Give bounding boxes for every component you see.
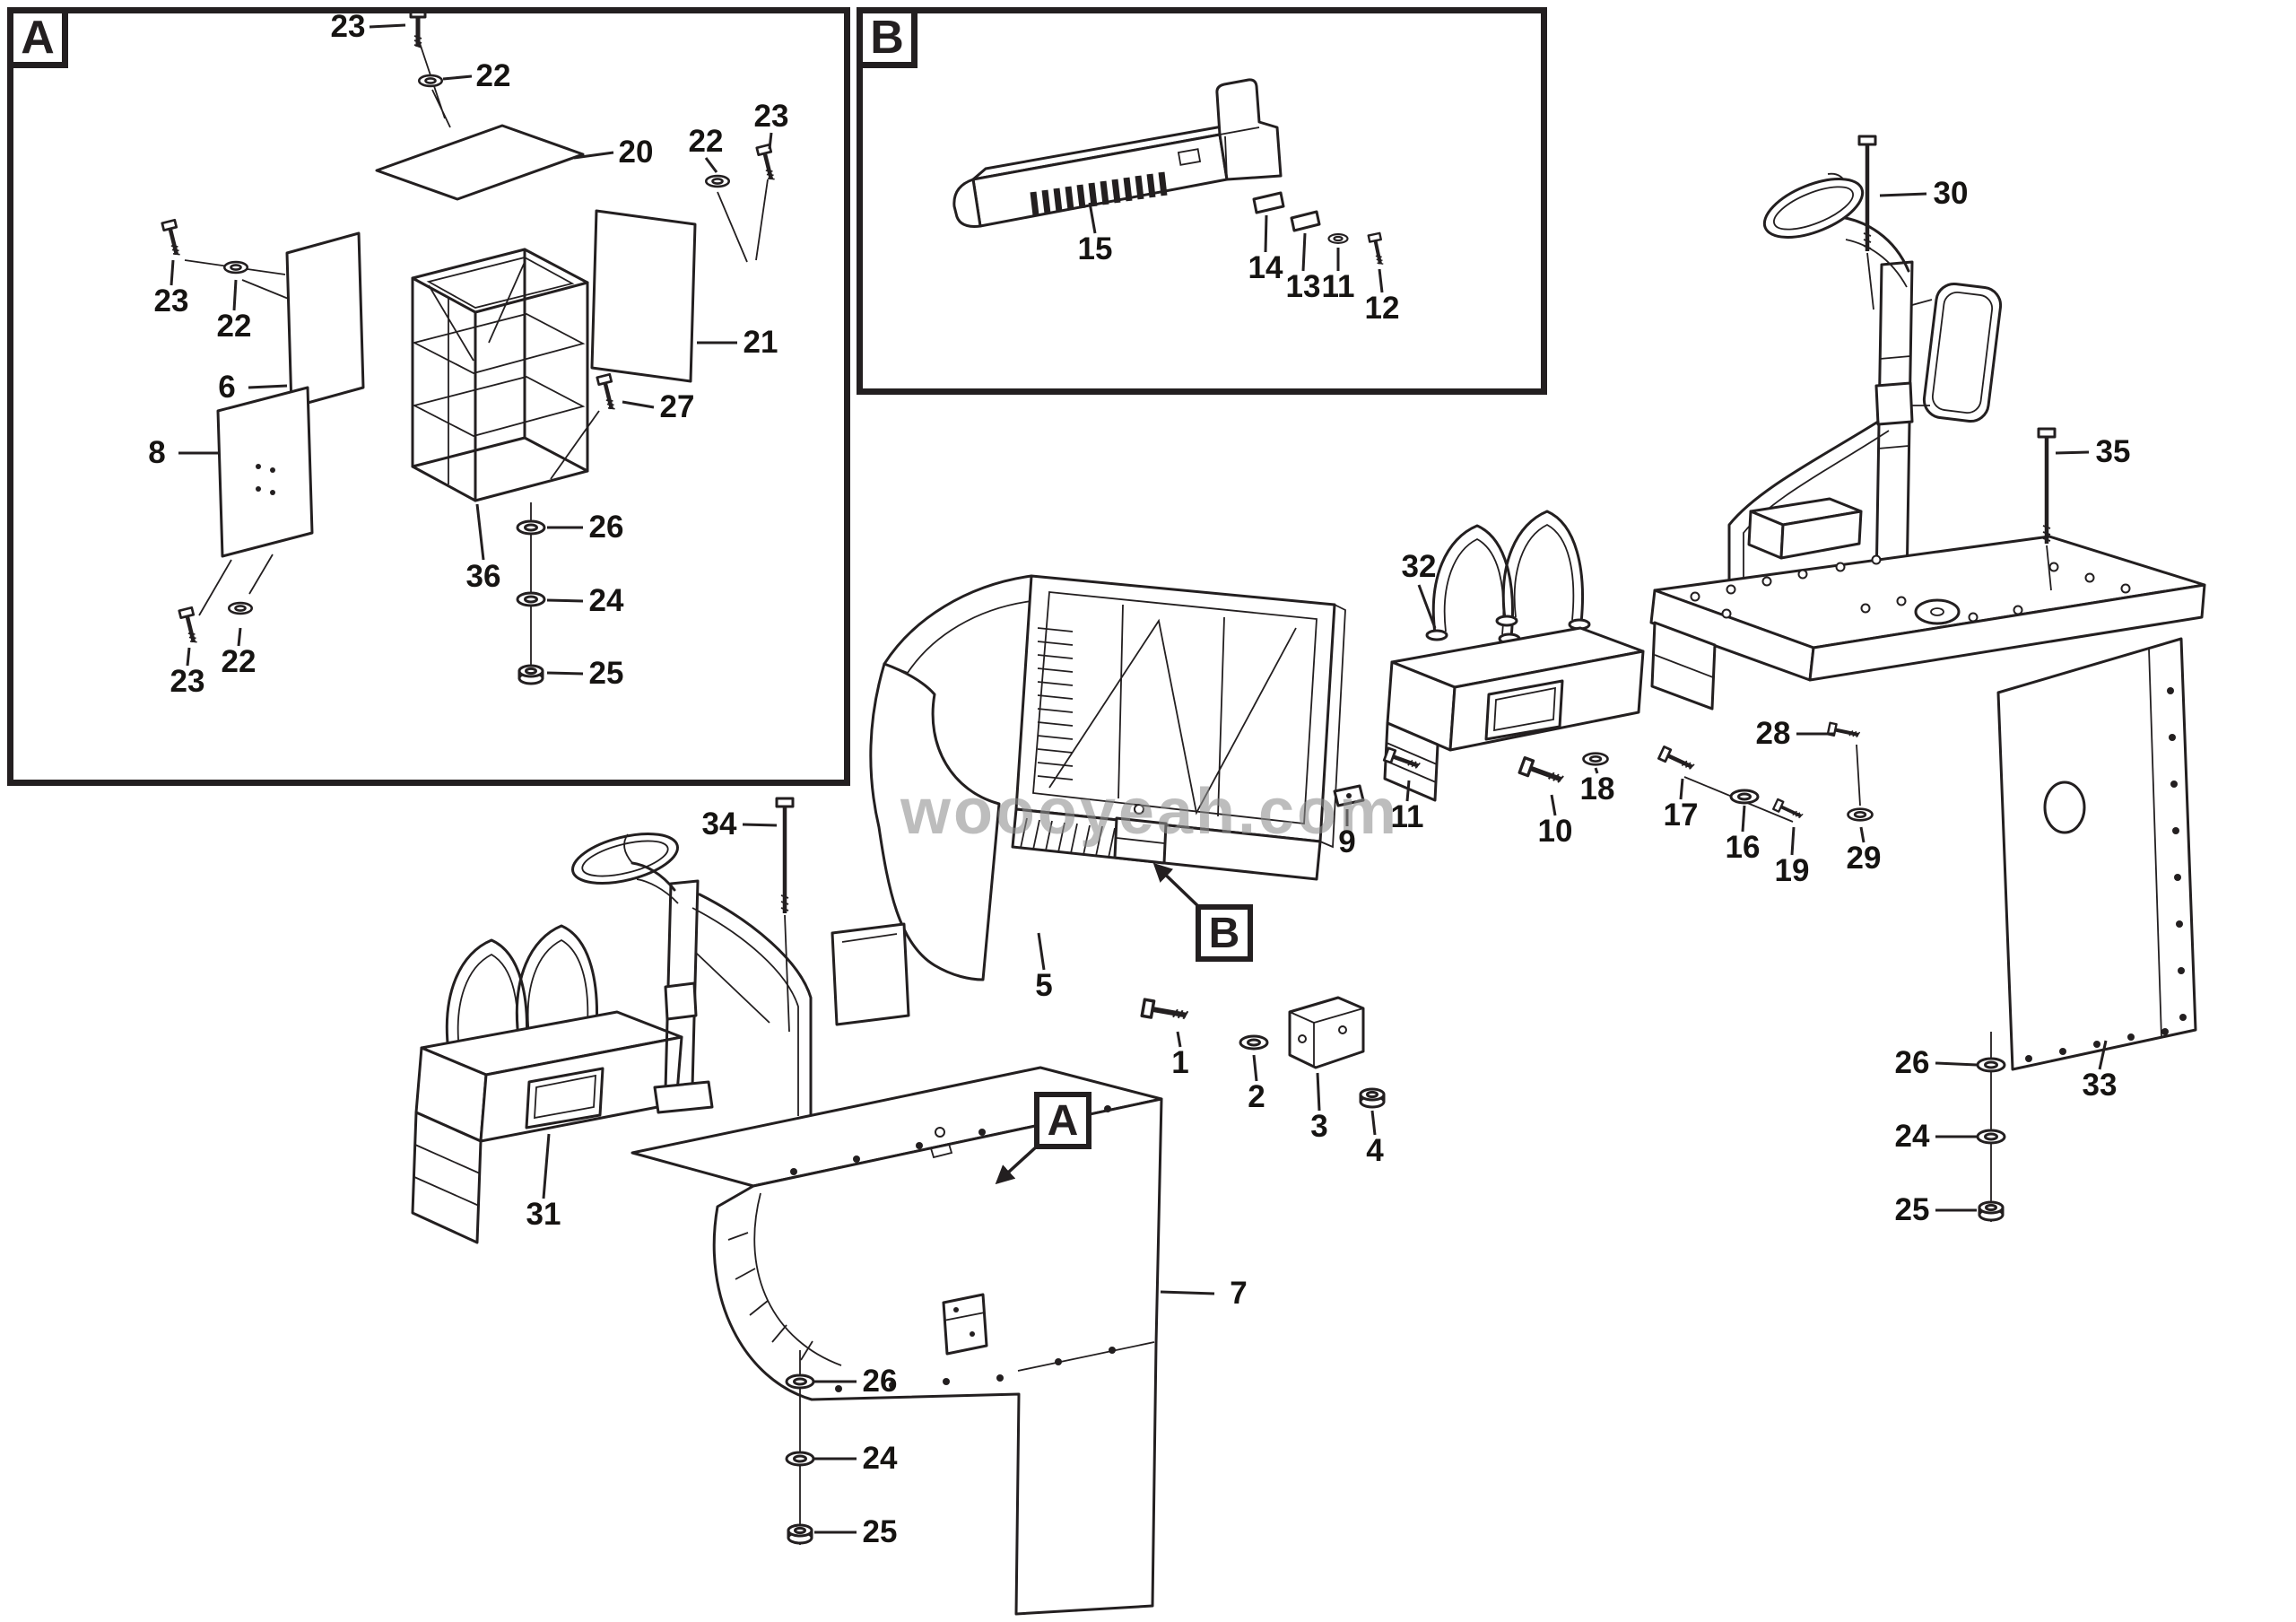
leader-line xyxy=(704,157,718,173)
callout-arrows xyxy=(995,862,1204,1185)
leader-line xyxy=(1088,202,1097,234)
leader-line xyxy=(248,384,288,389)
leader-line xyxy=(442,74,473,81)
leader-line xyxy=(768,132,773,150)
leader-line xyxy=(2055,450,2090,455)
watermark: woooyeah.com xyxy=(900,776,1400,848)
leader-line xyxy=(237,627,242,647)
leader-line xyxy=(186,647,191,667)
leader-line xyxy=(622,400,655,409)
leader-line xyxy=(573,151,614,160)
leader-line xyxy=(1176,1031,1182,1048)
leader-line xyxy=(1370,1110,1377,1136)
leader-line xyxy=(369,23,406,29)
leader-line xyxy=(1741,805,1746,833)
leader-line xyxy=(1935,1061,1978,1067)
left-step-assembly xyxy=(411,798,813,1244)
leader-line xyxy=(546,598,584,603)
leader-line xyxy=(1859,826,1866,843)
leader-line xyxy=(1316,1072,1321,1112)
leader-line xyxy=(475,503,485,561)
leader-line xyxy=(1594,767,1599,774)
leader-line xyxy=(1790,826,1796,856)
inset-box-a: A xyxy=(7,7,850,786)
leader-line xyxy=(1037,932,1046,971)
leader-line xyxy=(1405,780,1411,802)
leader-line xyxy=(1264,214,1268,253)
inset-label-b: B xyxy=(857,7,918,68)
leader-line xyxy=(1378,268,1384,293)
leader-line xyxy=(542,1133,551,1199)
leader-line xyxy=(1879,192,1927,197)
leader-line xyxy=(1301,232,1307,272)
inset-label-a: A xyxy=(7,7,68,68)
leader-line xyxy=(2098,1040,2108,1070)
hardware-1-4 xyxy=(1142,996,1386,1109)
inset-box-b: B xyxy=(857,7,1547,395)
leader-line xyxy=(170,259,175,286)
leader-line xyxy=(1417,584,1437,629)
leader-lines xyxy=(170,23,2108,1534)
leader-line xyxy=(742,823,778,827)
leader-line xyxy=(1252,1054,1258,1082)
leader-line xyxy=(546,671,584,676)
leader-line xyxy=(1160,1290,1215,1295)
part-32-step-assembly xyxy=(1383,510,1645,802)
part-7-fender xyxy=(631,1066,1163,1616)
leader-line xyxy=(1550,794,1557,816)
inset-a-drawing xyxy=(162,9,778,685)
inset-b-drawing xyxy=(952,78,1387,266)
right-platform-assembly xyxy=(1333,136,2206,1222)
leader-line xyxy=(1679,778,1684,800)
leader-line xyxy=(232,279,238,311)
